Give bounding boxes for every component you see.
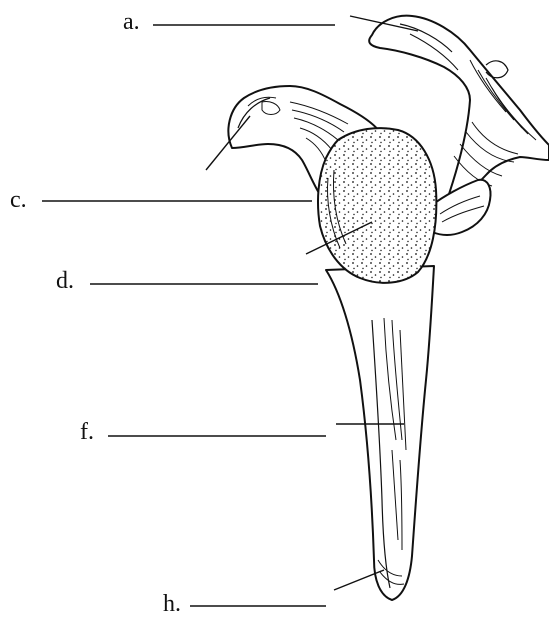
label-d: d. bbox=[56, 269, 74, 293]
label-a: a. bbox=[123, 10, 140, 34]
label-c: c. bbox=[10, 188, 27, 212]
lateral-border-drawing bbox=[326, 266, 434, 600]
glenoid-cavity-drawing bbox=[318, 128, 436, 283]
spine-root-drawing bbox=[432, 180, 491, 235]
label-h: h. bbox=[163, 592, 181, 616]
label-f: f. bbox=[80, 420, 94, 444]
